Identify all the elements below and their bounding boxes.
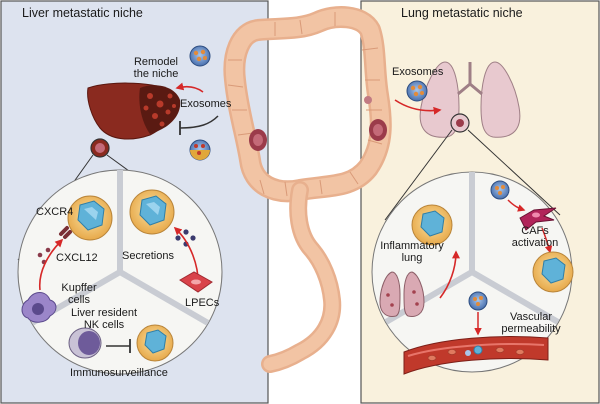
cafs-line-1: CAFs: [521, 225, 549, 237]
receptor-cxcr4: [59, 226, 72, 239]
arrow-exosome-caf: [507, 199, 526, 212]
cafs-label: CAFs activation: [505, 225, 565, 249]
lung-panel-title: Lung metastatic niche: [401, 6, 523, 20]
liver-exosomes-label: Exosomes: [180, 98, 232, 110]
kupffer-line-2: cells: [67, 294, 90, 306]
immuno-label: Immunosurveillance: [70, 367, 168, 379]
arrow-remodel: [175, 82, 204, 93]
inflammatory-line-2: lung: [401, 252, 423, 264]
lung-exosomes-label: Exosomes: [392, 66, 444, 78]
remodel-label: Remodel the niche: [126, 56, 186, 80]
kupffer-label: Kupffer cells: [54, 282, 104, 306]
arrow-exosome-lung: [394, 99, 442, 115]
cxcl12-label: CXCL12: [56, 252, 98, 264]
inflamed-lung: [379, 271, 425, 317]
arrow-cxcl12: [38, 238, 64, 291]
kupffer-cell: [21, 292, 57, 323]
exosome-liver-bottom: [189, 139, 211, 161]
inhibit-exosomes: [179, 115, 219, 129]
liver-organ: [87, 82, 181, 158]
vascular-label: Vascular permeability: [496, 311, 566, 335]
tumor-cell-secretions: [129, 189, 175, 235]
liver-niche-circle: [17, 169, 223, 375]
vascular-line-1: Vascular: [510, 311, 552, 323]
caf-cell: [519, 207, 557, 231]
tumor-cell-nk: [136, 324, 174, 362]
blood-vessel: [403, 336, 549, 375]
kupffer-line-1: Kupffer: [61, 282, 97, 294]
lung-organ: [419, 61, 521, 138]
cxcr4-label: CXCR4: [36, 206, 74, 218]
lpecs-cell: [179, 271, 213, 293]
vascular-line-2: permeability: [501, 323, 561, 335]
exosome-lung: [406, 80, 428, 102]
arrow-caf-tumor: [541, 227, 553, 254]
tumor-cell-inflammatory: [411, 204, 453, 246]
nk-line-1: Liver resident: [70, 307, 138, 319]
colon-illustration: [223, 6, 392, 373]
cafs-line-2: activation: [511, 237, 559, 249]
arrow-inflammatory: [439, 250, 460, 299]
inflammatory-label: Inflammatory lung: [376, 240, 448, 264]
inflammatory-line-1: Inflammatory: [380, 240, 444, 252]
remodel-line-2: the niche: [133, 68, 179, 80]
nk-cell: [68, 327, 102, 359]
secretions-label: Secretions: [122, 250, 174, 262]
liver-panel-title: Liver metastatic niche: [22, 6, 143, 20]
exosome-caf: [490, 180, 510, 200]
remodel-line-1: Remodel: [133, 56, 179, 68]
nk-line-2: NK cells: [83, 319, 125, 331]
exosome-liver-top: [189, 45, 211, 67]
inhibit-nk: [106, 339, 131, 353]
lpecs-label: LPECs: [185, 297, 220, 309]
tumor-cell-caf: [532, 251, 574, 293]
tumor-cell-cxcr4: [67, 195, 113, 241]
nk-label: Liver resident NK cells: [62, 307, 146, 331]
exosome-vascular: [468, 291, 488, 311]
